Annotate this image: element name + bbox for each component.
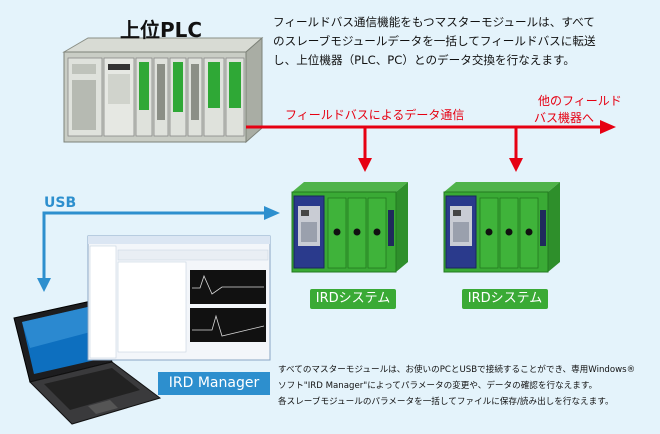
ird-manager-window: [87, 235, 271, 361]
bottom-note-line: ソフト"IRD Manager"によってパラメータの変更や、データの確認を行なえ…: [278, 381, 598, 391]
bottom-note-line: 各スレーブモジュールのパラメータを一括してファイルに保存/読み出しを行なえます。: [278, 397, 614, 407]
description-line: のスレーブモジュールデータを一括してフィールドバスに転送: [273, 34, 596, 48]
ird-system-label-2: IRDシステム: [462, 289, 548, 309]
description-text: フィールドバス通信機能をもつマスターモジュールは、すべて のスレーブモジュールデ…: [273, 13, 655, 70]
ird-system-device-1: [291, 182, 408, 273]
other-devices-label: 他のフィールド バス機器へ: [534, 93, 622, 127]
other-devices-line: バス機器へ: [534, 111, 595, 125]
usb-label: USB: [44, 195, 77, 211]
bottom-note: すべてのマスターモジュールは、お使いのPCとUSBで接続することができ、専用Wi…: [278, 362, 658, 410]
plc-rack: [62, 36, 264, 144]
ird-system-device-2: [443, 182, 560, 273]
bottom-note-line: すべてのマスターモジュールは、お使いのPCとUSBで接続することができ、専用Wi…: [278, 365, 636, 375]
plc-title: 上位PLC: [120, 18, 203, 42]
fieldbus-arrows: [246, 120, 616, 172]
description-line: し、上位機器（PLC、PC）とのデータ交換を行なえます。: [273, 53, 576, 67]
other-devices-line: 他のフィールド: [538, 94, 622, 108]
usb-arrows: [37, 206, 280, 292]
fieldbus-label: フィールドバスによるデータ通信: [285, 108, 465, 122]
description-line: フィールドバス通信機能をもつマスターモジュールは、すべて: [273, 15, 595, 29]
ird-system-label-1: IRDシステム: [310, 289, 396, 309]
ird-manager-label: IRD Manager: [158, 372, 270, 395]
